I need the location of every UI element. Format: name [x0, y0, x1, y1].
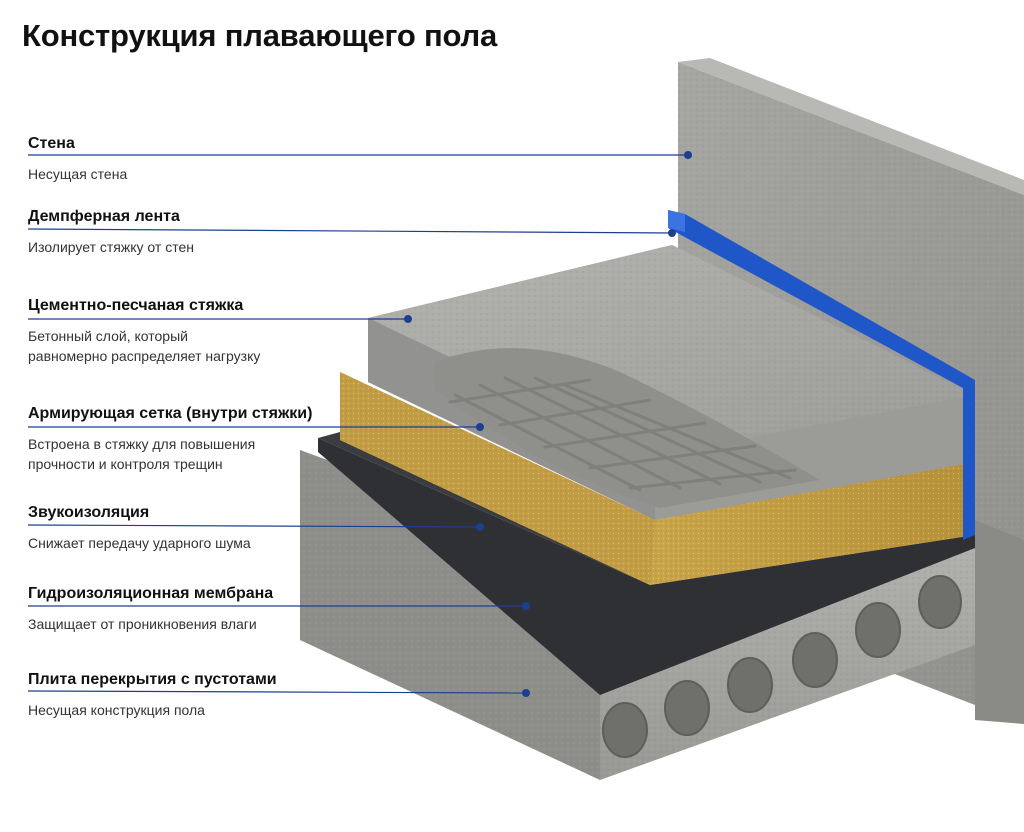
label-title: Стена: [28, 135, 75, 152]
insulation-shape: [340, 372, 975, 585]
rebar-mesh-dot: [476, 423, 484, 431]
label-description: Изолирует стяжку от стен: [28, 237, 358, 257]
rebar-mesh-shape: [448, 376, 797, 492]
sound-insulation-dot: [476, 523, 484, 531]
description-line: Снижает передачу ударного шума: [28, 535, 251, 551]
label-description: Защищает от проникновения влаги: [28, 614, 358, 634]
label-title: Демпферная лента: [28, 208, 180, 225]
label-sound-insulation: Звукоизоляция Снижает передачу ударного …: [28, 503, 358, 553]
label-title: Звукоизоляция: [28, 504, 150, 521]
label-wall: Стена Несущая стена: [28, 134, 358, 184]
description-line: Изолирует стяжку от стен: [28, 239, 194, 255]
wall-dot: [684, 151, 692, 159]
membrane-dot: [522, 602, 530, 610]
label-title: Цементно-песчаная стяжка: [28, 297, 244, 314]
label-title: Плита перекрытия с пустотами: [28, 671, 277, 688]
label-damper-tape: Демпферная лента Изолирует стяжку от сте…: [28, 207, 358, 257]
damper-tape-shape: [668, 210, 975, 540]
screed-dot: [404, 315, 412, 323]
label-description: Несущая стена: [28, 164, 358, 184]
label-slab: Плита перекрытия с пустотами Несущая кон…: [28, 670, 358, 720]
label-title: Гидроизоляционная мембрана: [28, 585, 274, 602]
label-description: Снижает передачу ударного шума: [28, 533, 358, 553]
page-title: Конструкция плавающего пола: [22, 18, 497, 53]
label-description: Встроена в стяжку для повышения прочност…: [28, 434, 358, 474]
label-rebar-mesh: Армирующая сетка (внутри стяжки) Встроен…: [28, 404, 358, 474]
description-line: Несущая конструкция пола: [28, 702, 205, 718]
label-title: Армирующая сетка (внутри стяжки): [28, 405, 313, 422]
slab-dot: [522, 689, 530, 697]
screed-shape: [368, 245, 975, 520]
description-line: Защищает от проникновения влаги: [28, 616, 257, 632]
leader-dots: [404, 151, 692, 697]
description-line: Бетонный слой, который: [28, 328, 188, 344]
slab-void-holes: [602, 575, 962, 758]
description-line: Встроена в стяжку для повышения: [28, 436, 256, 452]
label-description: Несущая конструкция пола: [28, 700, 358, 720]
label-screed: Цементно-песчаная стяжка Бетонный слой, …: [28, 296, 358, 366]
label-waterproofing: Гидроизоляционная мембрана Защищает от п…: [28, 584, 358, 634]
leader-lines: [27, 154, 688, 694]
description-line: прочности и контроля трещин: [28, 456, 223, 472]
damper-tape-dot: [668, 229, 676, 237]
label-description: Бетонный слой, который равномерно распре…: [28, 326, 358, 366]
description-line: равномерно распределяет нагрузку: [28, 348, 261, 364]
description-line: Несущая стена: [28, 166, 128, 182]
